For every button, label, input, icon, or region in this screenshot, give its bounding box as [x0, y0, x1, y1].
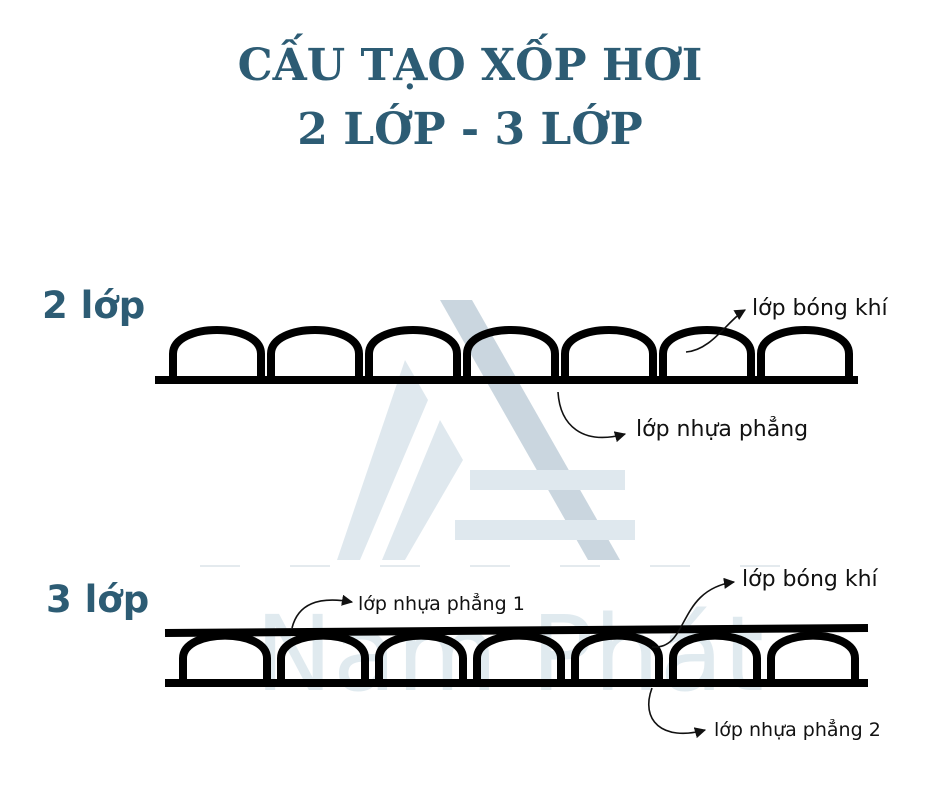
three-layer-heading: 3 lớp	[46, 578, 149, 621]
two-layer-bubble	[267, 326, 363, 380]
two-layer-flat-label: lớp nhựa phẳng	[636, 416, 808, 442]
three-layer-bubble-label: lớp bóng khí	[742, 567, 879, 592]
two-layer-bubble	[169, 326, 265, 380]
two-layer-bubble-row	[169, 326, 853, 380]
three-layer-flat2-label: lớp nhựa phẳng 2	[714, 718, 881, 741]
three-layer-bubble-row	[179, 631, 859, 683]
title-line-2: 2 LỚP - 3 LỚP	[297, 102, 642, 155]
three-layer-top-flat-line	[164, 624, 869, 637]
three-layer-bubble	[571, 631, 663, 683]
two-layer-bubble	[561, 326, 657, 380]
two-layer-bubble-arrow	[685, 309, 746, 353]
two-layer-bubble-label: lớp bóng khí	[752, 296, 889, 321]
three-layer-bubble	[473, 631, 565, 683]
two-layer-bubble	[659, 326, 755, 380]
watermark-text: Nam Phát	[255, 593, 764, 715]
three-layer-bubble	[375, 631, 467, 683]
three-layer-flat1-label: lớp nhựa phẳng 1	[358, 592, 525, 615]
two-layer-heading: 2 lớp	[42, 284, 145, 327]
two-layer-bubble	[757, 326, 853, 380]
three-layer-flat1-arrow	[291, 594, 354, 629]
three-layer-bubble	[277, 631, 369, 683]
three-layer-bubble	[179, 631, 271, 683]
two-layer-bubble	[365, 326, 461, 380]
title-line-1: CẤU TẠO XỐP HƠI	[238, 32, 703, 91]
three-layer-bubble	[767, 631, 859, 683]
three-layer-bubble	[669, 631, 761, 683]
watermark-logo	[337, 300, 635, 560]
two-layer-bubble	[463, 326, 559, 380]
three-layer-bubble-arrow	[651, 577, 736, 648]
three-layer-flat2-arrow	[647, 687, 707, 739]
two-layer-flat-arrow	[557, 391, 627, 443]
